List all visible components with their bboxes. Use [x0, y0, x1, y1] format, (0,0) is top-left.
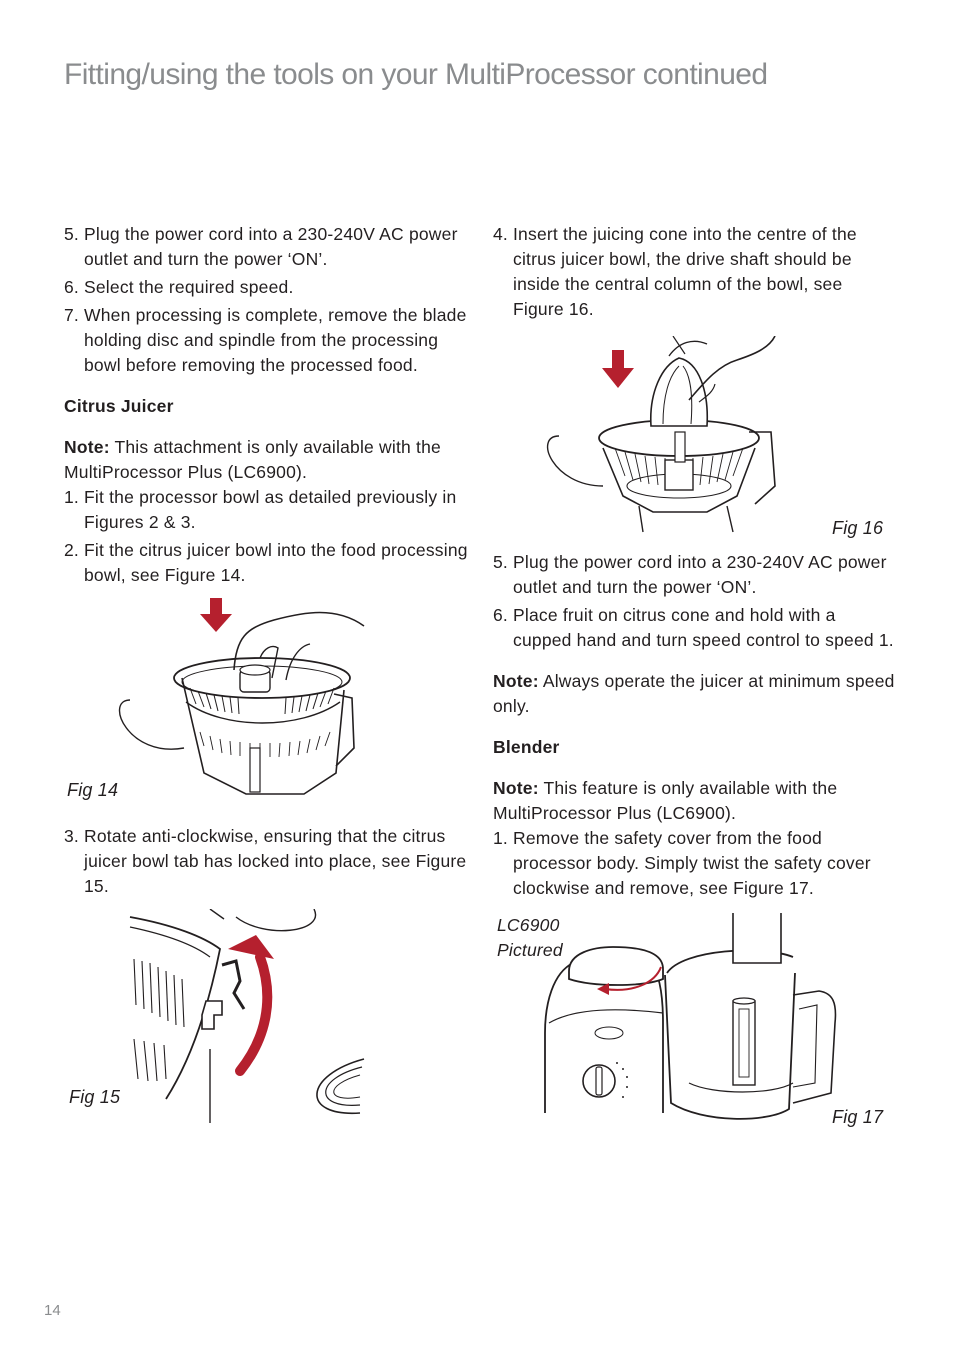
citrus-step-4: 4. Insert the juicing cone into the cent… — [493, 224, 857, 319]
figure-16: Fig 16 — [493, 336, 898, 548]
blender-heading: Blender — [493, 737, 560, 757]
step-7: 7. When processing is complete, remove t… — [64, 305, 467, 375]
citrus-step-3: 3. Rotate anti-clockwise, ensuring that … — [64, 826, 467, 896]
figure-15: Fig 15 — [64, 909, 469, 1123]
fig17-caption: Fig 17 — [832, 1107, 884, 1127]
citrus-juicer-heading: Citrus Juicer — [64, 396, 174, 416]
left-column: 5. Plug the power cord into a 230-240V A… — [64, 222, 469, 1123]
juicer-note: Note: Always operate the juicer at minim… — [493, 671, 895, 716]
citrus-step-5: 5. Plug the power cord into a 230-240V A… — [493, 552, 887, 597]
right-column: 4. Insert the juicing cone into the cent… — [493, 222, 898, 1133]
citrus-note: Note: This attachment is only available … — [64, 437, 441, 482]
page-title: Fitting/using the tools on your MultiPro… — [64, 58, 768, 91]
step-6: 6. Select the required speed. — [64, 277, 294, 297]
citrus-step-2: 2. Fit the citrus juicer bowl into the f… — [64, 540, 468, 585]
blender-step-1: 1. Remove the safety cover from the food… — [493, 828, 871, 898]
model-label: LC6900 Pictured — [497, 915, 563, 960]
fig14-illustration — [118, 598, 365, 795]
page-number: 14 — [44, 1302, 61, 1319]
fig14-caption: Fig 14 — [67, 780, 119, 800]
figure-17: LC6900 Pictured — [493, 913, 898, 1133]
fig17-illustration — [544, 913, 837, 1120]
blender-note: Note: This feature is only available wit… — [493, 778, 838, 823]
fig16-caption: Fig 16 — [832, 518, 884, 538]
citrus-step-6: 6. Place fruit on citrus cone and hold w… — [493, 605, 894, 650]
fig15-caption: Fig 15 — [69, 1087, 121, 1107]
step-5: 5. Plug the power cord into a 230-240V A… — [64, 224, 458, 269]
fig16-illustration — [547, 336, 776, 533]
citrus-step-1: 1. Fit the processor bowl as detailed pr… — [64, 487, 457, 532]
figure-14: Fig 14 — [64, 598, 469, 822]
fig15-illustration — [129, 909, 365, 1123]
